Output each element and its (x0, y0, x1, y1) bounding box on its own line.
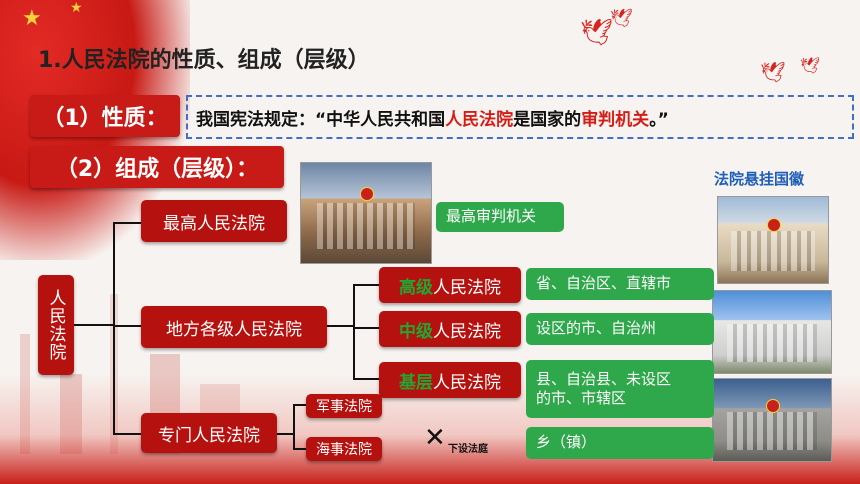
high-court-desc: 省、自治区、直辖市 (526, 268, 714, 300)
star-icon: ★ (70, 0, 83, 16)
intermediate-court-node: 中级人民法院 (379, 311, 521, 347)
dove-icon: 🕊 (610, 8, 633, 29)
high-court-prefix: 高级 (399, 277, 433, 298)
statement-highlight-court: 人民法院 (445, 109, 514, 130)
township-desc: 乡（镇） (526, 427, 714, 459)
high-court-suffix: 人民法院 (433, 277, 501, 298)
intermediate-court-suffix: 人民法院 (433, 321, 501, 342)
intermediate-court-photo (712, 290, 832, 374)
statement-mid: 是国家的 (513, 109, 582, 130)
basic-court-prefix: 基层 (399, 372, 433, 393)
page-title: 1.人民法院的性质、组成（层级） (38, 48, 370, 73)
nature-statement-box: 我国宪法规定：“中华人民共和国人民法院是国家的审判机关。” (186, 95, 854, 139)
basic-court-desc-line1: 县、自治县、未设区 (536, 369, 672, 388)
statement-prefix: 我国宪法规定：“中华人民共和国 (196, 109, 446, 130)
statement-highlight-judicial: 审判机关 (581, 109, 650, 130)
dove-icon: 🕊 (760, 60, 786, 84)
military-court-node: 军事法院 (306, 394, 382, 418)
high-court-photo (717, 196, 829, 284)
photos-caption: 法院悬挂国徽 (714, 170, 805, 188)
basic-court-node: 基层人民法院 (379, 362, 521, 398)
local-courts-node: 地方各级人民法院 (141, 306, 327, 348)
high-court-node: 高级人民法院 (379, 267, 521, 303)
basic-court-desc-line2: 的市、市辖区 (536, 389, 627, 407)
composition-label: （2）组成（层级）： (30, 146, 284, 188)
basic-court-photo (712, 378, 832, 462)
basic-court-desc: 县、自治县、未设区 的市、市辖区 (526, 360, 714, 418)
star-icon: ★ (22, 6, 42, 31)
root-people-court: 人民法院 (38, 275, 74, 375)
basic-court-suffix: 人民法院 (433, 372, 501, 393)
maritime-court-node: 海事法院 (306, 437, 382, 461)
nature-label: （1）性质： (30, 95, 180, 137)
statement-suffix: 。” (649, 109, 669, 130)
cross-icon: ✕ (424, 423, 446, 453)
special-courts-node: 专门人民法院 (141, 413, 277, 453)
supreme-court-desc: 最高审判机关 (436, 202, 564, 232)
intermediate-court-desc: 设区的市、自治州 (526, 313, 714, 345)
intermediate-court-prefix: 中级 (399, 321, 433, 342)
supreme-court-node: 最高人民法院 (141, 200, 287, 242)
dove-icon: 🕊 (580, 18, 614, 48)
dove-icon: 🕊 (800, 56, 821, 75)
supreme-court-photo (300, 162, 432, 264)
cross-note: 下设法庭 (448, 444, 488, 455)
